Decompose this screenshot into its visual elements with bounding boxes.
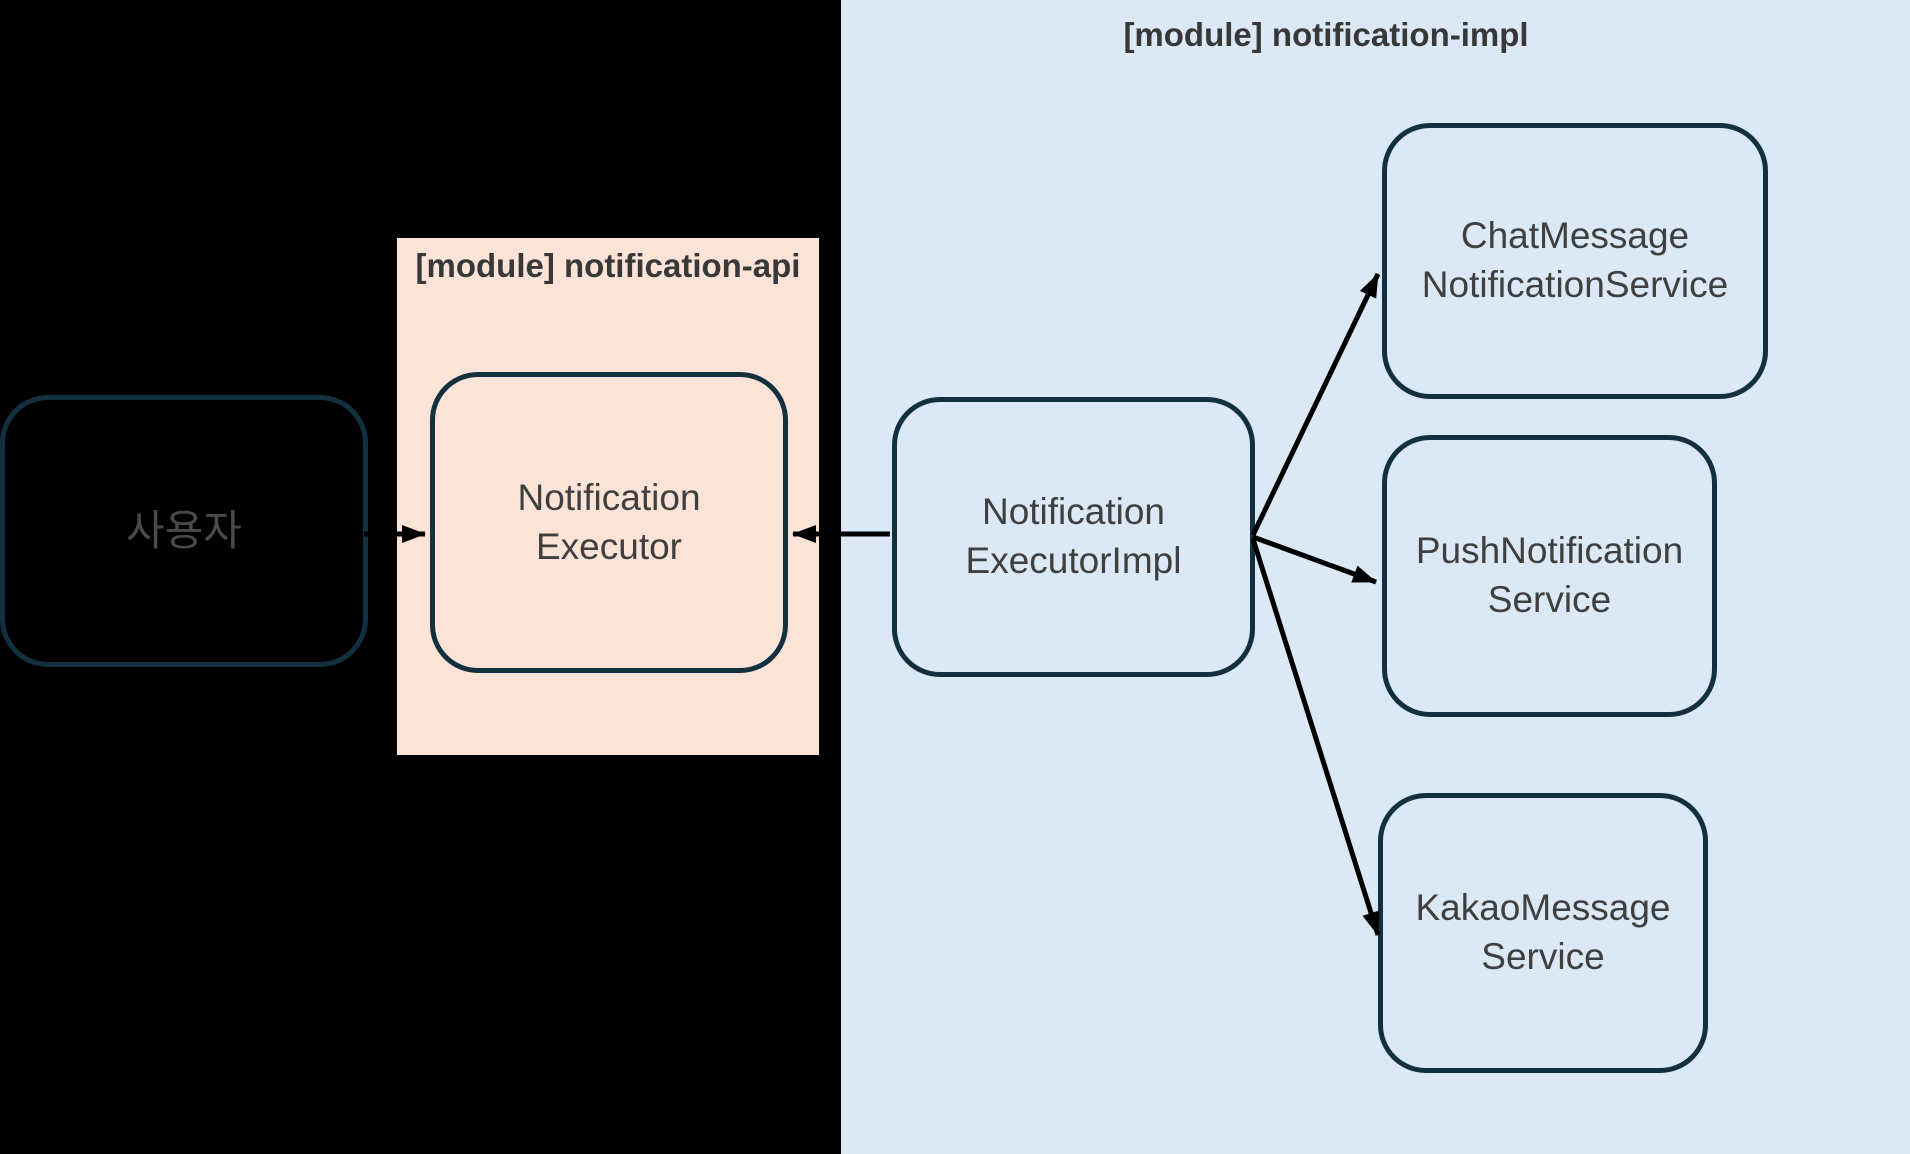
module-title-notification-impl: [module] notification-impl — [1123, 16, 1529, 53]
node-notification-executor-label: Notification Executor — [517, 476, 701, 567]
node-chat-message-notification-service: ChatMessage NotificationService — [1382, 123, 1768, 399]
node-notification-executor-impl: Notification ExecutorImpl — [892, 397, 1255, 677]
node-push-notification-service: PushNotification Service — [1382, 435, 1717, 717]
node-kakao-message-service: KakaoMessage Service — [1378, 793, 1708, 1073]
node-push-notification-service-label: PushNotification Service — [1415, 530, 1684, 620]
node-user: 사용자 — [0, 395, 368, 667]
module-title-notification-api: [module] notification-api — [415, 247, 801, 284]
node-notification-executor-impl-label: Notification ExecutorImpl — [965, 491, 1182, 581]
node-user-label: 사용자 — [126, 507, 242, 555]
node-chat-message-notification-service-label: ChatMessage NotificationService — [1421, 215, 1729, 305]
node-notification-executor: Notification Executor — [430, 372, 788, 673]
node-kakao-message-service-label: KakaoMessage Service — [1415, 887, 1671, 977]
